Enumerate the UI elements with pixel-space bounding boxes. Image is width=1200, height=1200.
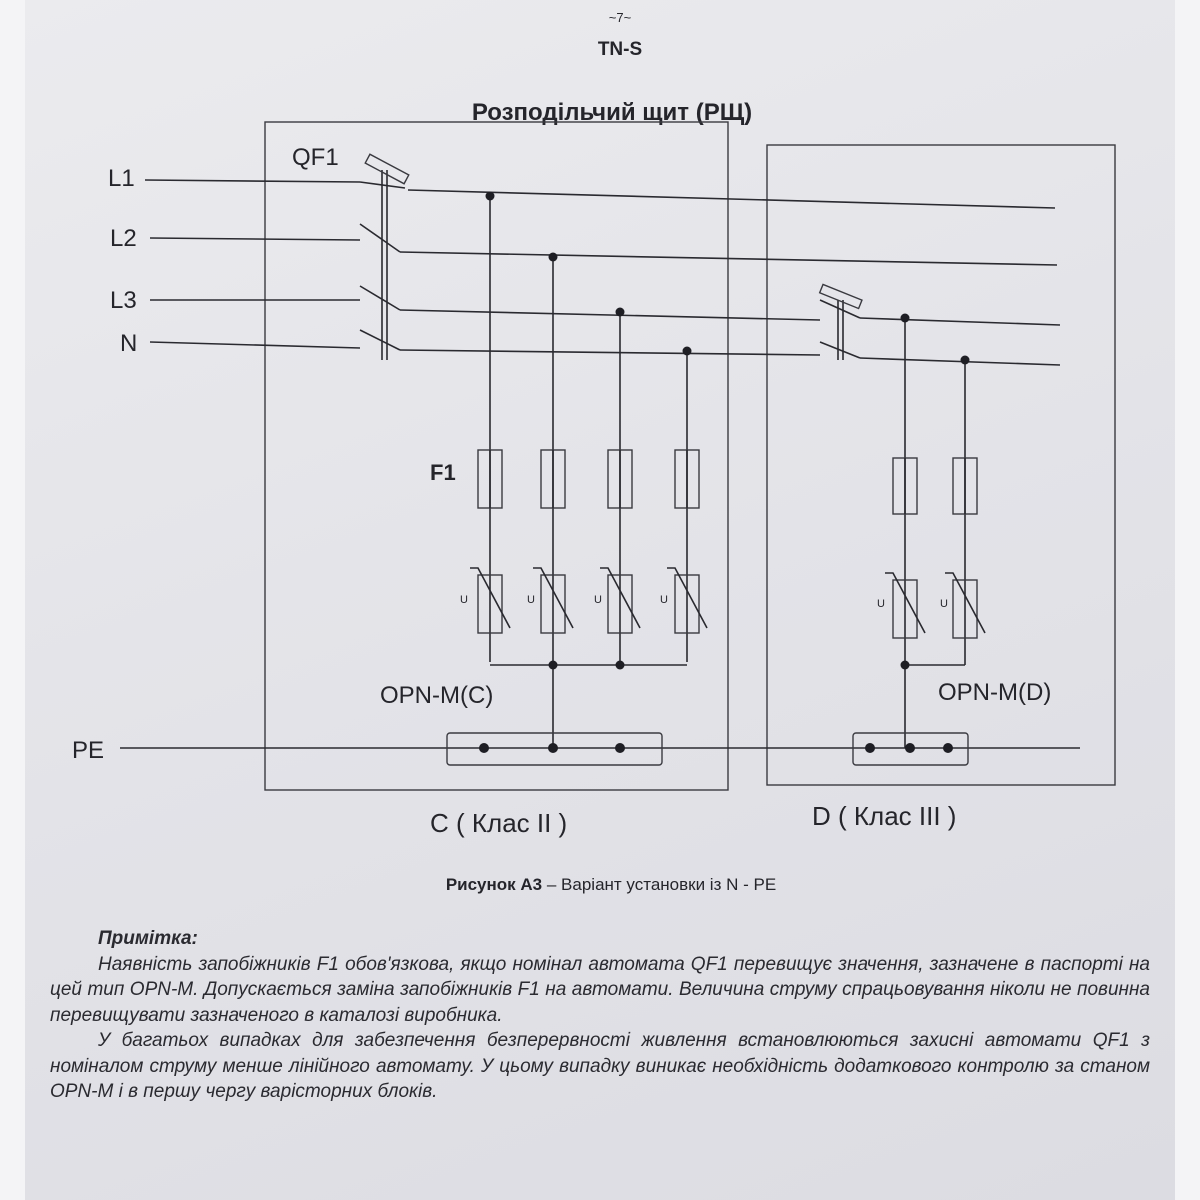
varistor-symbol: U — [527, 594, 535, 606]
caption-label: Рисунок А3 — [446, 875, 542, 894]
varistor-symbol: U — [877, 598, 885, 610]
junction-dots — [479, 191, 970, 753]
varistor-symbol: U — [594, 594, 602, 606]
varistor-symbol: U — [940, 598, 948, 610]
panel-d-box — [766, 144, 1116, 786]
d-breaker — [818, 283, 863, 360]
opn-m-c-label: OPN-M(C) — [380, 682, 493, 709]
varistor-symbol: U — [460, 594, 468, 606]
page-number: ~7~ — [609, 10, 632, 25]
l1-label: L1 — [108, 165, 135, 192]
n-label: N — [120, 330, 137, 357]
caption-text: – Варіант установки із N - PE — [542, 875, 776, 894]
class-d-label: D ( Клас III ) — [812, 801, 956, 831]
qf1-breaker — [364, 153, 410, 360]
qf1-label: QF1 — [292, 144, 339, 171]
panel-c-box — [264, 121, 729, 791]
opn-m-d-label: OPN-M(D) — [938, 679, 1051, 706]
note-paragraph-2: У багатьох випадках для забезпечення без… — [50, 1030, 1150, 1102]
varistor-symbol: U — [660, 594, 668, 606]
terminal-blocks — [446, 732, 969, 766]
paper-sheet — [25, 0, 1175, 1200]
fuses — [477, 449, 978, 515]
note-paragraph-1: Наявність запобіжників F1 обов'язкова, я… — [50, 953, 1150, 1026]
varistors: U U U U U U — [460, 567, 986, 639]
bus-lines — [120, 179, 1080, 749]
note-section: Примітка: Наявність запобіжників F1 обов… — [50, 926, 1150, 1105]
f1-label: F1 — [430, 460, 456, 485]
note-heading: Примітка: — [98, 928, 198, 949]
figure-caption: Рисунок А3 – Варіант установки із N - PE — [446, 875, 776, 894]
l3-label: L3 — [110, 287, 137, 314]
class-c-label: C ( Клас II ) — [430, 808, 567, 838]
system-label: TN-S — [598, 39, 642, 60]
l2-label: L2 — [110, 225, 137, 252]
pe-label: PE — [72, 737, 104, 764]
